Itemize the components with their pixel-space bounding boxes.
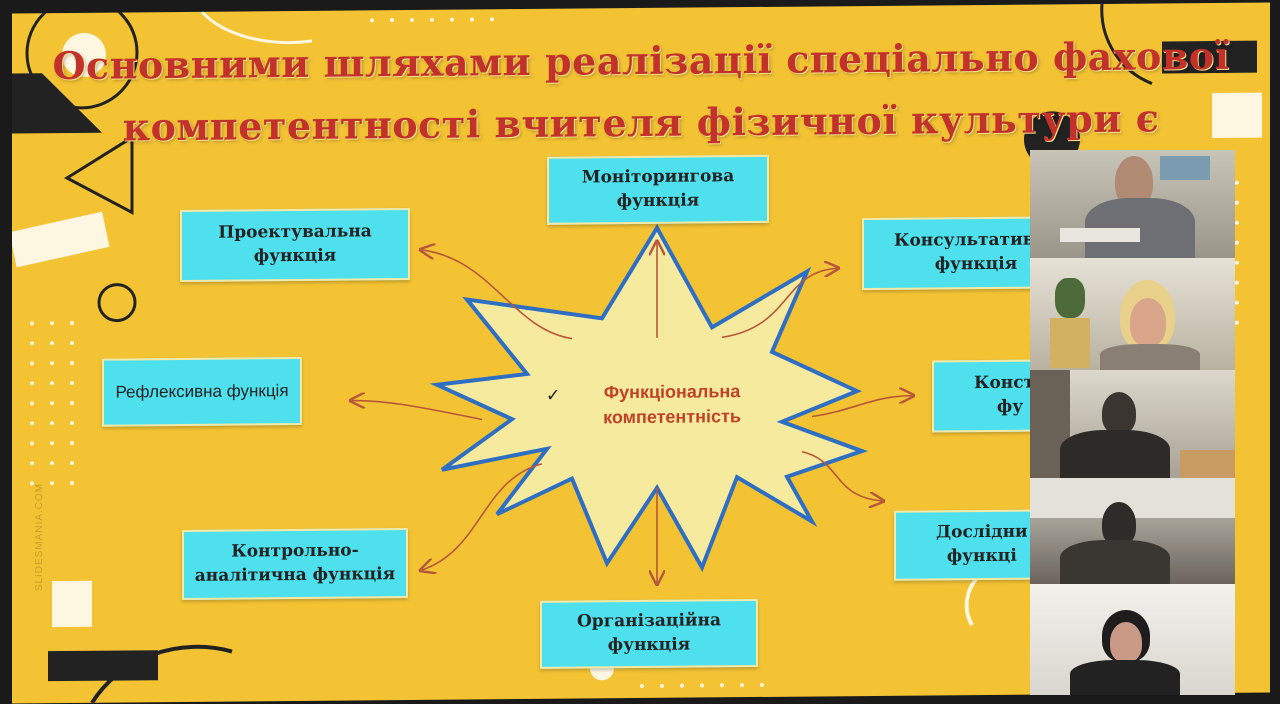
functional-competence-burst [429,223,868,573]
arrow-to-projective [422,249,573,340]
functional-competence-line-2: компетентність [603,406,741,428]
monitoring-function-box: Моніторингова функція [547,154,769,225]
participant-face-icon [1130,298,1166,346]
reflexive-function-box: Рефлексивна функція [102,356,302,427]
deco-arc-icon [25,2,139,110]
deco-ring-icon [97,283,137,323]
arrow-to-reflexive [352,399,483,421]
video-participants-strip [1030,150,1235,695]
participant-face-icon [1102,502,1136,546]
deco-dot-icon [62,32,106,77]
slide-decorations [12,2,1262,704]
slidesmania-watermark: SLIDESMANIA.COM [34,482,45,592]
organizational-function-box: Організаційна функція [540,598,758,669]
control-analytical-function-label: Контрольно- аналітична функція [194,540,396,586]
participant-face-icon [1102,392,1136,434]
arrow-to-constructive [811,396,912,418]
monitoring-function-label: Моніторингова функція [581,166,735,212]
arrow-to-control [422,463,543,570]
participant-tile-1[interactable] [1030,150,1235,258]
organizational-function-label: Організаційна функція [577,610,721,656]
participant-tile-2[interactable] [1030,258,1235,370]
projective-function-box: Проектувальна функція [180,208,410,283]
participant-face-icon [1110,622,1142,662]
reflexive-function-label: Рефлексивна функція [115,381,289,402]
functional-competence-line-1: Функціональна [603,381,741,403]
participant-tile-5[interactable] [1030,584,1235,695]
functional-competence-label: Функціональна компетентність [552,379,792,431]
participant-face-icon [1115,156,1153,206]
deco-triangle-icon [63,134,134,215]
research-function-label: Дослідни функці [936,521,1028,567]
participant-tile-4[interactable] [1030,478,1235,584]
arrow-to-research [801,450,882,502]
control-analytical-function-box: Контрольно- аналітична функція [182,528,408,601]
presentation-slide: Основними шляхами реалізації спеціально … [12,2,1270,704]
arrow-to-consultative [721,268,837,339]
participant-tile-3[interactable] [1030,370,1235,478]
projective-function-label: Проектувальна функція [218,221,372,267]
